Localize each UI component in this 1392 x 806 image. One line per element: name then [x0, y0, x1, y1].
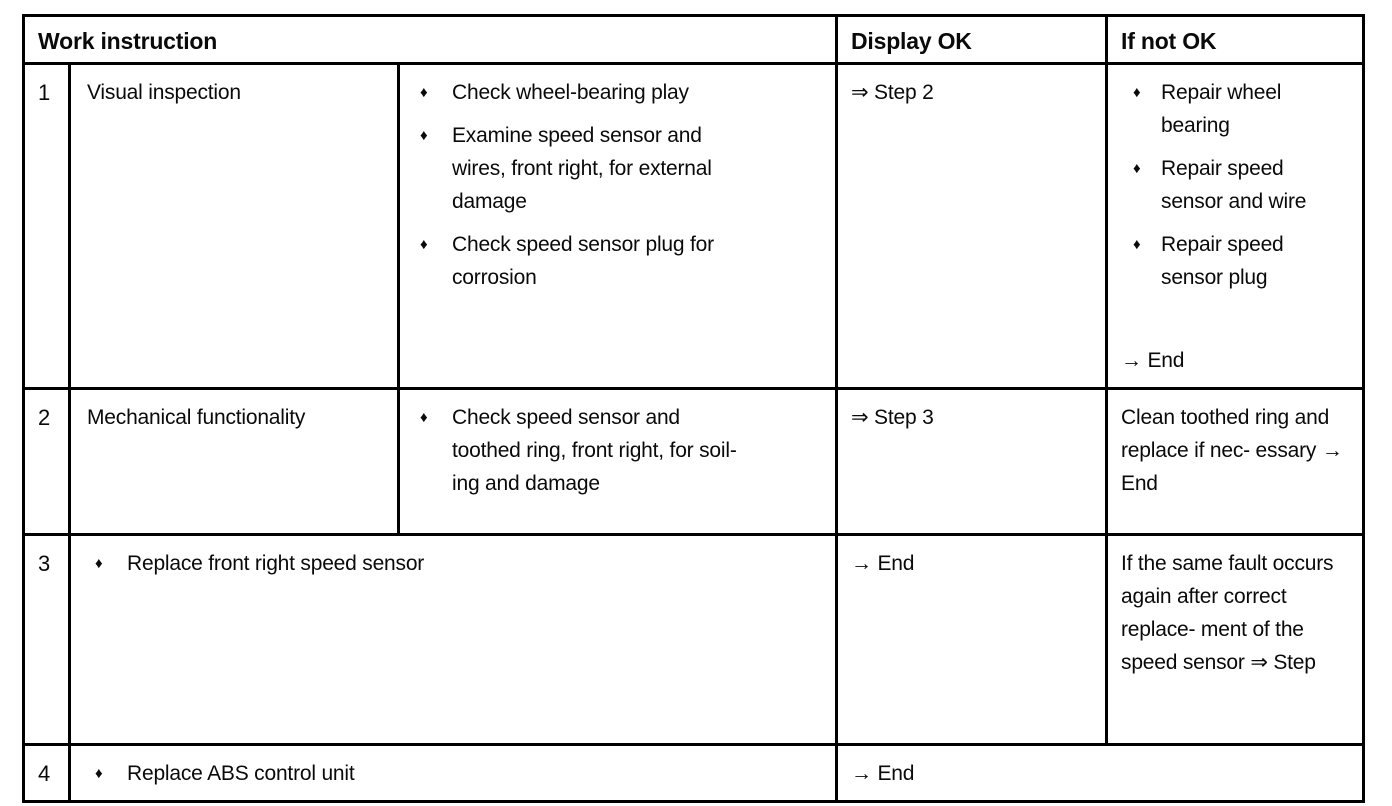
work-instruction-table: Work instruction Display OK If not OK 1 … — [21, 14, 1366, 803]
if-not-ok-cell: Clean toothed ring and replace if nec- e… — [1105, 387, 1366, 536]
repair-bullet-text: Repair wheel bearing — [1161, 81, 1282, 137]
repair-bullet-text: Repair speed sensor and wire — [1161, 157, 1307, 213]
step-row-1: 1 Visual inspection ♦ Check wheel-bearin… — [22, 62, 1366, 390]
work-bullet-item: ♦ Replace ABS control unit — [93, 757, 827, 790]
step-detail-cell: ♦ Replace front right speed sensor — [67, 533, 839, 746]
step-row-3: 3 ♦ Replace front right speed sensor → E… — [22, 533, 1366, 746]
bullet-diamond-icon: ♦ — [420, 84, 428, 101]
work-bullet-text: Check wheel-bearing play — [452, 81, 689, 104]
repair-bullet-item: ♦ Repair speed sensor and wire — [1121, 152, 1356, 218]
step-detail-cell: ♦ Check speed sensor and toothed ring, f… — [396, 387, 839, 536]
step-number: 1 — [22, 62, 71, 390]
header-row: Work instruction Display OK If not OK — [21, 14, 1366, 65]
repair-bullet-item: ♦ Repair speed sensor plug — [1121, 228, 1356, 294]
bullet-diamond-icon: ♦ — [420, 127, 428, 144]
bullet-diamond-icon: ♦ — [1133, 84, 1141, 101]
work-bullet-text: Replace ABS control unit — [127, 762, 355, 785]
work-bullet-text: Check speed sensor and toothed ring, fro… — [452, 406, 737, 495]
repair-bullet-text: Repair speed sensor plug — [1161, 233, 1284, 289]
header-display-ok: Display OK — [835, 14, 1109, 65]
if-not-ok-cell: ♦ Repair wheel bearing ♦ Repair speed se… — [1105, 62, 1366, 390]
step-number: 4 — [22, 743, 71, 803]
step-row-2: 2 Mechanical functionality ♦ Check speed… — [22, 387, 1366, 536]
bullet-diamond-icon: ♦ — [1133, 236, 1141, 253]
step-label: Mechanical functionality — [68, 387, 400, 536]
step-number: 2 — [22, 387, 71, 536]
display-ok-cell: → End — [835, 533, 1109, 746]
bullet-diamond-icon: ♦ — [1133, 160, 1141, 177]
display-ok-cell: ⇒ Step 3 — [835, 387, 1109, 536]
bullet-diamond-icon: ♦ — [420, 409, 428, 426]
bullet-diamond-icon: ♦ — [95, 555, 103, 572]
end-arrow-text: → End — [1121, 349, 1185, 372]
repair-bullet-item: ♦ Repair wheel bearing — [1121, 76, 1356, 142]
work-bullet-item: ♦ Check wheel-bearing play — [418, 76, 827, 109]
display-ok-cell: → End — [835, 743, 1366, 803]
step-row-4: 4 ♦ Replace ABS control unit → End — [22, 743, 1366, 803]
display-ok-cell: ⇒ Step 2 — [835, 62, 1109, 390]
header-if-not-ok: If not OK — [1105, 14, 1366, 65]
step-detail-cell: ♦ Check wheel-bearing play ♦ Examine spe… — [396, 62, 839, 390]
work-bullet-text: Replace front right speed sensor — [127, 552, 425, 575]
header-work-instruction: Work instruction — [21, 14, 839, 65]
step-detail-cell: ♦ Replace ABS control unit — [67, 743, 839, 803]
work-bullet-item: ♦ Check speed sensor and toothed ring, f… — [418, 401, 827, 500]
work-bullet-text: Check speed sensor plug for corrosion — [452, 233, 714, 289]
bullet-diamond-icon: ♦ — [420, 236, 428, 253]
work-bullet-item: ♦ Check speed sensor plug for corrosion — [418, 228, 827, 294]
bullet-diamond-icon: ♦ — [95, 765, 103, 782]
work-bullet-item: ♦ Examine speed sensor and wires, front … — [418, 119, 827, 218]
step-label: Visual inspection — [68, 62, 400, 390]
work-bullet-text: Examine speed sensor and wires, front ri… — [452, 124, 712, 213]
if-not-ok-cell: If the same fault occurs again after cor… — [1105, 533, 1366, 746]
step-number: 3 — [22, 533, 71, 746]
work-bullet-item: ♦ Replace front right speed sensor — [93, 547, 827, 580]
